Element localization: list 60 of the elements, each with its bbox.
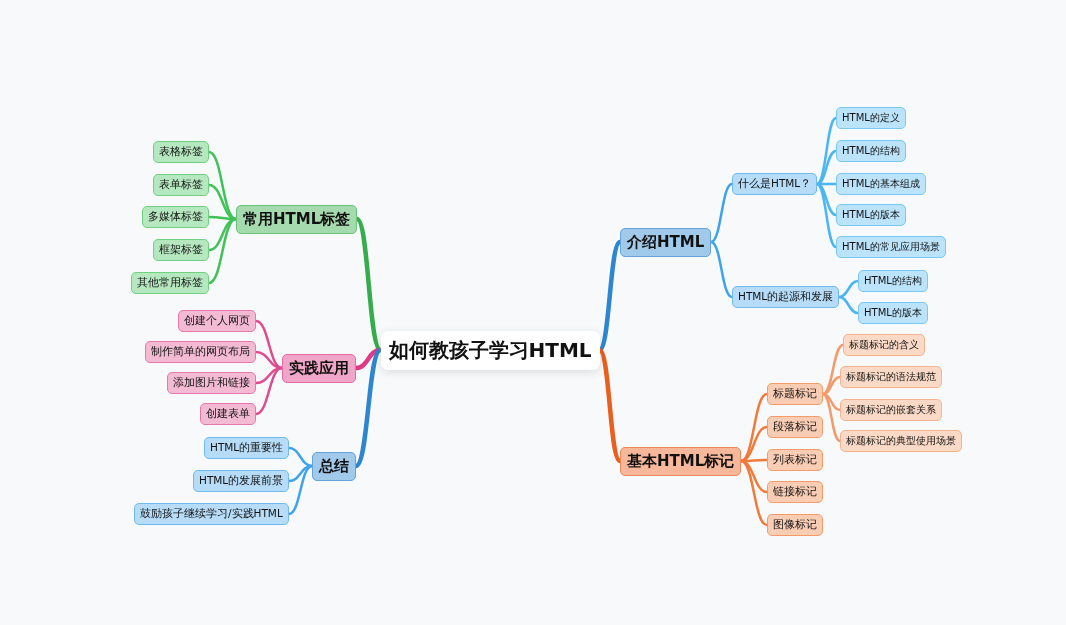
main-topic: 基本HTML标记 [620, 446, 742, 476]
subtopic: 段落标记 [767, 416, 823, 438]
subtopic: HTML的常见应用场景 [836, 236, 946, 258]
branch-line [838, 295, 859, 315]
main-topic: 实践应用 [282, 353, 356, 383]
subtopic: 添加图片和链接 [167, 372, 256, 394]
main-topic: 常用HTML标签 [236, 204, 358, 234]
subtopic: HTML的定义 [836, 107, 906, 129]
subtopic: 表格标签 [153, 141, 209, 163]
branch-line [740, 392, 768, 463]
branch-line [288, 464, 313, 516]
subtopic: 链接标记 [767, 481, 823, 503]
branch-line [740, 459, 768, 527]
subtopic: HTML的发展前景 [193, 470, 290, 492]
subtopic: 标题标记的含义 [843, 334, 925, 356]
subtopic: 标题标记的典型使用场景 [840, 430, 962, 452]
subtopic: HTML的重要性 [204, 437, 290, 459]
subtopic: 其他常用标签 [131, 272, 209, 294]
branch-line [817, 182, 836, 186]
branch-line [822, 375, 841, 396]
branch-line [209, 215, 236, 221]
subtopic: 列表标记 [767, 449, 823, 471]
main-topic: 介绍HTML [620, 227, 712, 257]
branch-line [288, 446, 313, 468]
main-topic: 总结 [312, 451, 356, 481]
branch-line [598, 240, 622, 352]
branch-line [838, 279, 859, 299]
branch-line [255, 319, 283, 370]
branch-line [710, 240, 733, 299]
subtopic: HTML的起源和发展 [732, 286, 840, 308]
subtopic: 创建表单 [200, 403, 256, 425]
subtopic: 图像标记 [767, 514, 823, 536]
subtopic: 什么是HTML？ [732, 173, 818, 195]
subtopic: HTML的版本 [858, 302, 928, 324]
branch-line [816, 116, 837, 186]
central-topic: 如何教孩子学习HTML [380, 330, 600, 370]
subtopic: 鼓励孩子继续学习/实践HTML [134, 503, 289, 525]
branch-line [255, 366, 283, 416]
subtopic: 标题标记的嵌套关系 [840, 399, 942, 421]
branch-line [208, 217, 237, 285]
subtopic: 创建个人网页 [178, 310, 256, 332]
branch-line [208, 150, 237, 221]
subtopic: 多媒体标签 [142, 206, 209, 228]
subtopic: HTML的基本组成 [836, 173, 926, 195]
subtopic: 制作简单的网页布局 [145, 341, 256, 363]
branch-line [710, 182, 733, 244]
subtopic: HTML的结构 [836, 140, 906, 162]
branch-line [354, 348, 382, 468]
subtopic: 框架标签 [153, 239, 209, 261]
branch-line [822, 392, 841, 443]
branch-line [355, 347, 381, 371]
branch-line [255, 350, 283, 370]
subtopic: 标题标记的语法规范 [840, 366, 942, 388]
subtopic: HTML的版本 [836, 204, 906, 226]
subtopic: 标题标记 [767, 383, 823, 405]
branch-line [208, 183, 237, 221]
branch-line [741, 458, 767, 463]
branch-line [740, 425, 768, 463]
subtopic: 表单标签 [153, 174, 209, 196]
subtopic: HTML的结构 [858, 270, 928, 292]
